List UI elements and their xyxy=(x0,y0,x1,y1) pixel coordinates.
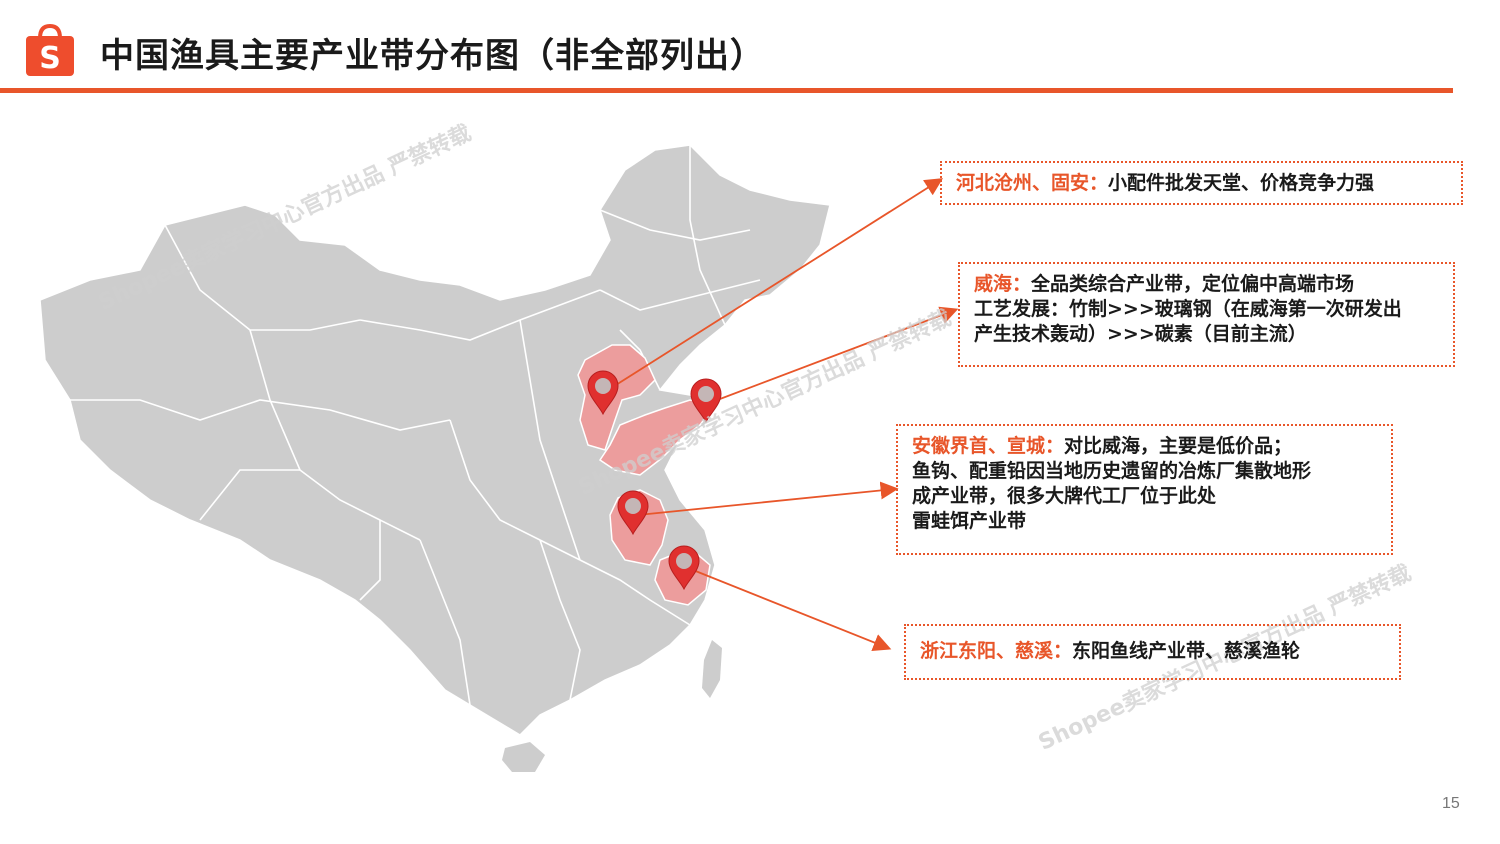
page-number: 15 xyxy=(1442,795,1460,812)
callout-text: 鱼钩、配重铅因当地历史遗留的冶炼厂集散地形 xyxy=(912,460,1312,482)
region-hebei xyxy=(577,344,656,451)
callout-highlight: 威海： xyxy=(974,273,1032,295)
shopee-bag-logo: S xyxy=(26,23,74,76)
callout-highlight: 浙江东阳、慈溪： xyxy=(920,640,1073,662)
callout-text: 成产业带，很多大牌代工厂位于此处 xyxy=(912,485,1217,507)
callout-highlight: 河北沧州、固安： xyxy=(956,172,1109,194)
location-pins xyxy=(587,370,722,591)
province-borders xyxy=(70,145,761,706)
callout-anhui: 安徽界首、宣城：对比威海，主要是低价品； 鱼钩、配重铅因当地历史遗留的冶炼厂集散… xyxy=(896,424,1393,555)
arrow-anhui xyxy=(637,481,899,516)
map-pin-icon xyxy=(668,545,700,591)
callout-highlight: 安徽界首、宣城： xyxy=(912,435,1065,457)
callout-text: 工艺发展：竹制>>>玻璃钢（在威海第一次研发出 xyxy=(974,298,1402,320)
callout-hebei: 河北沧州、固安：小配件批发天堂、价格竞争力强 xyxy=(940,161,1463,205)
arrow-weihai xyxy=(711,306,959,403)
title-underline xyxy=(0,88,1453,93)
arrow-hebei xyxy=(607,178,944,391)
callout-zhejiang: 浙江东阳、慈溪：东阳鱼线产业带、慈溪渔轮 xyxy=(904,624,1401,680)
callout-text: 东阳鱼线产业带、慈溪渔轮 xyxy=(1072,640,1301,662)
map-pin-icon xyxy=(690,378,722,424)
page-title: 中国渔具主要产业带分布图（非全部列出） xyxy=(100,36,765,76)
callout-weihai: 威海：全品类综合产业带，定位偏中高端市场 工艺发展：竹制>>>玻璃钢（在威海第一… xyxy=(958,262,1455,367)
region-shandong xyxy=(598,399,717,476)
callout-text: 产生技术轰动）>>>碳素（目前主流） xyxy=(974,323,1307,345)
map-pin-icon xyxy=(587,370,619,416)
map-pin-icon xyxy=(617,490,649,536)
callout-text: 全品类综合产业带，定位偏中高端市场 xyxy=(1031,273,1355,295)
callout-text: 小配件批发天堂、价格竞争力强 xyxy=(1108,172,1375,194)
connector-lines xyxy=(607,178,959,652)
callout-text: 雷蛙饵产业带 xyxy=(912,510,1027,532)
taiwan-island xyxy=(702,640,722,698)
callout-text: 对比威海，主要是低价品； xyxy=(1064,435,1293,457)
arrow-zhejiang xyxy=(687,567,892,652)
hainan-island xyxy=(502,742,545,772)
logo-letter: S xyxy=(39,41,61,76)
